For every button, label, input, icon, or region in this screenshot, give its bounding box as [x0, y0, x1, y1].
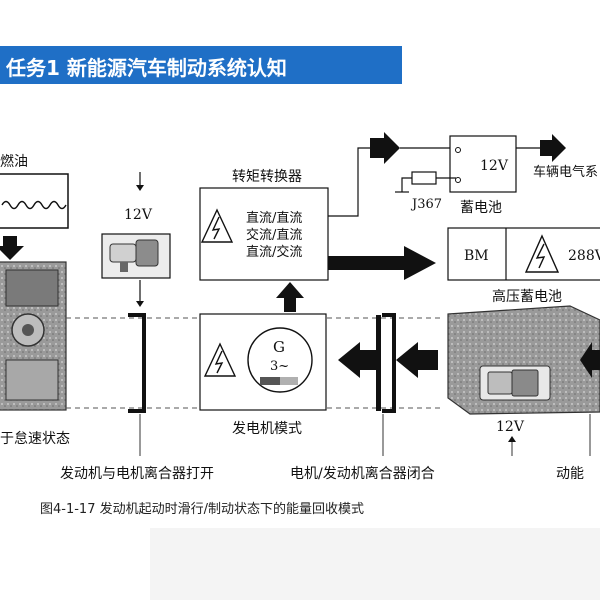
converter-line-3: 直流/交流 — [246, 244, 302, 260]
hv-battery-box — [447, 227, 600, 281]
generator-pole-light — [280, 377, 298, 385]
clutch-closed-label: 电机/发动机离合器闭合 — [290, 465, 435, 482]
torque-converter-box — [199, 187, 329, 281]
section-banner: 任务1 新能源汽车制动系统认知 — [0, 46, 402, 84]
ground-lead — [401, 177, 412, 192]
generator-pole-dark — [260, 377, 280, 385]
hv-battery-label: 高压蓄电池 — [492, 288, 562, 305]
figure-caption: 图4-1-17 发动机起动时滑行/制动状态下的能量回收模式 — [40, 502, 364, 517]
voltage-top-label: 12V — [124, 207, 153, 223]
engine-illustration — [0, 261, 67, 411]
energy-flow-arrow-1 — [338, 342, 376, 378]
clutch-open-label: 发动机与电机离合器打开 — [60, 465, 214, 482]
to-vehicle-electric-arrow — [540, 134, 566, 162]
converter-line-1: 直流/直流 — [246, 211, 302, 226]
energy-flow-arrow-2 — [396, 342, 438, 378]
to-hv-battery-arrow — [328, 246, 436, 280]
bm-label: BM — [464, 248, 489, 264]
generator-to-converter-arrow — [276, 282, 304, 312]
fuel-tank — [0, 173, 69, 229]
torque-converter-title: 转矩转换器 — [232, 168, 302, 185]
battery-12v-label: 蓄电池 — [460, 200, 502, 216]
fuel-label: 燃油 — [0, 153, 28, 170]
starter-down-arrowhead — [136, 301, 144, 307]
j367-label: J367 — [410, 197, 442, 212]
fuel-wave-icon — [1, 200, 67, 210]
generator-warning-icon — [203, 342, 237, 377]
converter-line-2: 交流/直流 — [246, 227, 302, 243]
generator-mode-label: 发电机模式 — [232, 421, 302, 437]
high-voltage-icon — [200, 208, 234, 243]
clutch-open-symbol — [128, 313, 146, 413]
battery-terminal-top — [455, 147, 461, 153]
battery-12v-box — [449, 135, 517, 193]
section-title: 任务1 新能源汽车制动系统认知 — [6, 56, 287, 80]
voltage-right-label: 12V — [496, 419, 525, 435]
generator-symbol-circle — [247, 327, 313, 393]
clutch-closed-plate-right — [382, 313, 396, 413]
voltage-top-arrowhead — [136, 185, 144, 191]
hv-voltage: 288V — [568, 248, 600, 264]
vehicle-electric-label: 车辆电气系 — [533, 164, 598, 180]
generator-phase: 3~ — [270, 359, 289, 374]
fuel-to-engine-arrow — [0, 236, 24, 260]
hv-battery-warning-icon — [524, 234, 560, 273]
converter-to-12v-line — [328, 147, 372, 217]
transmission-illustration — [447, 305, 600, 415]
generator-symbol: G — [273, 338, 285, 356]
engine-state-label: 于怠速状态 — [0, 431, 70, 447]
battery-terminal-bottom — [455, 177, 461, 183]
kinetic-input-arrow — [580, 342, 600, 378]
kinetic-label: 动能 — [556, 466, 584, 482]
voltage-right-arrowhead — [508, 436, 516, 442]
background-panel — [150, 528, 600, 600]
to-12v-arrow — [370, 132, 400, 164]
battery-12v-voltage: 12V — [480, 158, 509, 174]
j367-sensor — [411, 171, 437, 185]
clutch-closed-plate-left — [376, 315, 381, 411]
starter-motor-icon — [109, 239, 159, 272]
